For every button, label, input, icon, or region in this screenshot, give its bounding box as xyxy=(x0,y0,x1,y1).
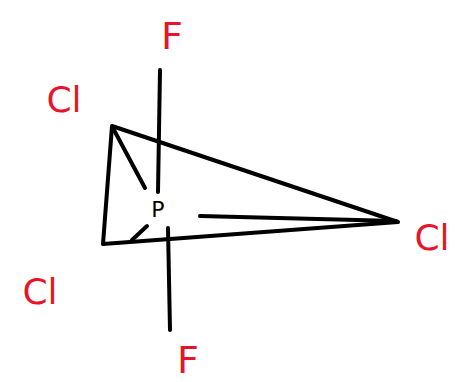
equatorial-plane xyxy=(103,126,398,244)
axial-bond xyxy=(158,70,160,192)
chlorine-label: Cl xyxy=(46,82,81,118)
chlorine-label: Cl xyxy=(22,274,57,310)
fluorine-label: F xyxy=(161,17,183,55)
chlorine-label: Cl xyxy=(414,220,449,256)
equatorial-bond xyxy=(114,130,145,188)
fluorine-label: F xyxy=(177,341,199,379)
equatorial-bond xyxy=(200,216,396,221)
equatorial-bond xyxy=(132,226,147,240)
phosphorus-label: P xyxy=(151,199,164,221)
axial-bond xyxy=(168,228,170,330)
